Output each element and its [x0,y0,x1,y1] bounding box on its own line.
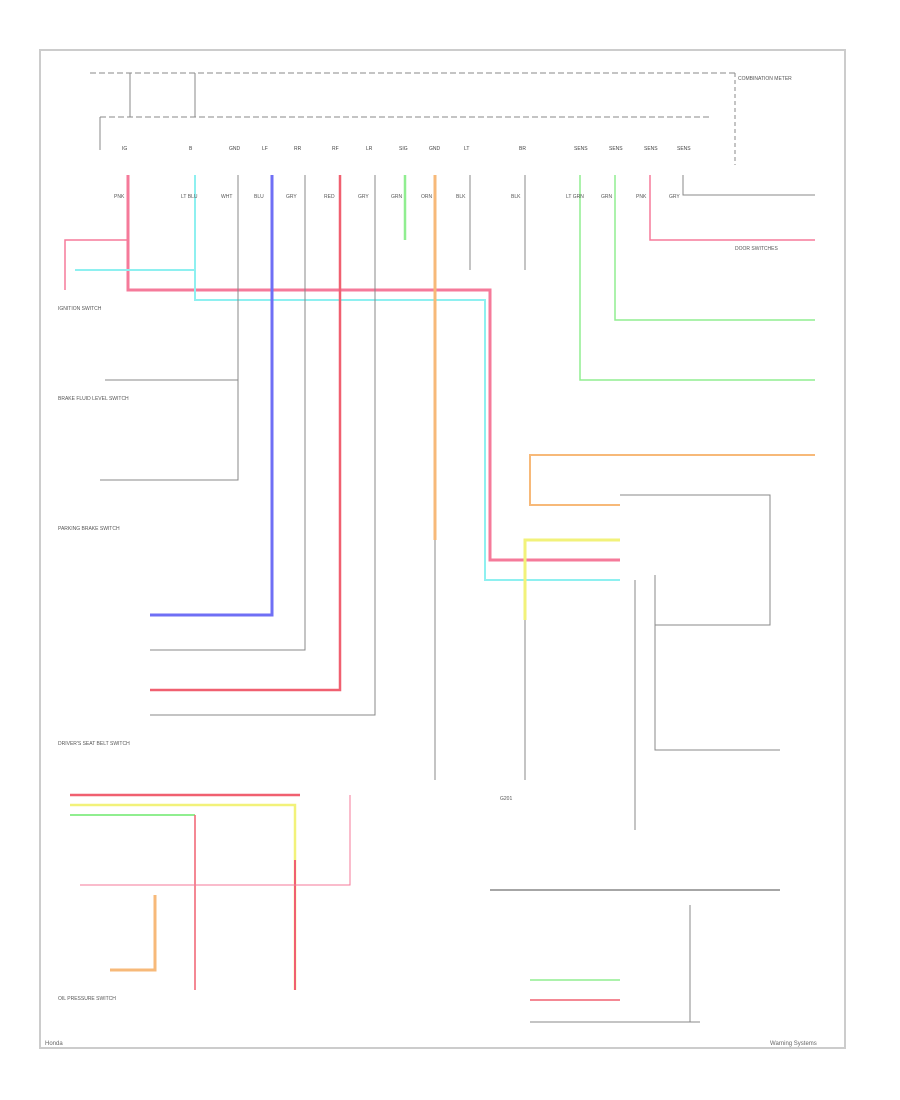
column-header: RR [294,146,302,152]
ground-label: G201 [500,796,512,802]
wire-color-label: GRN [391,194,403,200]
wire-blue [150,175,274,617]
wire-green-2 [614,175,815,321]
title-block: COMBINATION METER [738,76,792,82]
wire-color-label: WHT [221,194,232,200]
wire-color-label: GRY [286,194,297,200]
wire-pink-3 [80,795,351,886]
column-header: GND [229,146,241,152]
component-brake-fluid: BRAKE FLUID LEVEL SWITCH [58,396,129,402]
wire-orange-3 [110,895,157,972]
column-header: SENS [609,146,623,152]
wire-pink-branch [64,239,128,290]
wire-yellow-2 [70,803,297,990]
component-ignition: IGNITION SWITCH [58,306,102,312]
component-door-switches: DOOR SWITCHES [735,246,778,252]
column-header: B [189,146,193,152]
wire-color-label: GRY [669,194,680,200]
column-headers: IG PNK B LT BLU GND WHT LF BLU RR GRY RF RED LR GRY SI… [114,146,691,200]
wire-color-label: BLK [511,194,521,200]
column-header: SIG [399,146,408,152]
wires [64,72,815,1023]
column-header: LR [366,146,373,152]
wire-white [105,175,239,381]
column-header: RF [332,146,339,152]
column-header: IG [122,146,127,152]
wire-yellow [523,538,620,620]
column-header: LT [464,146,469,152]
column-header: BR [519,146,526,152]
wire-ltgreen [579,175,815,381]
meter-internal-2 [654,575,780,751]
wire-orange-2 [529,454,815,506]
column-header: SENS [644,146,658,152]
diagram-border [39,49,846,1049]
column-header: SENS [677,146,691,152]
wire-color-label: PNK [636,194,647,200]
wire-cyan [75,175,196,271]
wire-color-label: BLU [254,194,264,200]
column-header: GND [429,146,441,152]
wire-pink [126,175,620,562]
component-seat-belt: DRIVER'S SEAT BELT SWITCH [58,741,130,747]
column-header: LF [262,146,268,152]
wire-white-2 [100,380,239,481]
wire-pink-2 [649,175,815,241]
wire-color-label: GRN [601,194,613,200]
meter-internal [620,494,771,626]
wire-gray-3 [682,175,815,196]
wire-color-label: PNK [114,194,125,200]
wire-gray-2 [150,175,376,716]
wire-red [150,175,342,692]
component-parking-brake: PARKING BRAKE SWITCH [58,526,120,532]
footer-left: Honda [45,1041,63,1047]
wire-color-label: LT GRN [566,194,584,200]
wire-cyan-main [194,270,620,581]
column-header: SENS [574,146,588,152]
wire-color-label: BLK [456,194,466,200]
wire-gray [150,175,306,651]
wire-color-label: GRY [358,194,369,200]
component-oil-pressure: OIL PRESSURE SWITCH [58,996,116,1002]
wire-color-label: RED [324,194,335,200]
wire-color-label: LT BLU [181,194,198,200]
wire-color-label: ORN [421,194,433,200]
footer-right: Warning Systems [770,1041,817,1047]
